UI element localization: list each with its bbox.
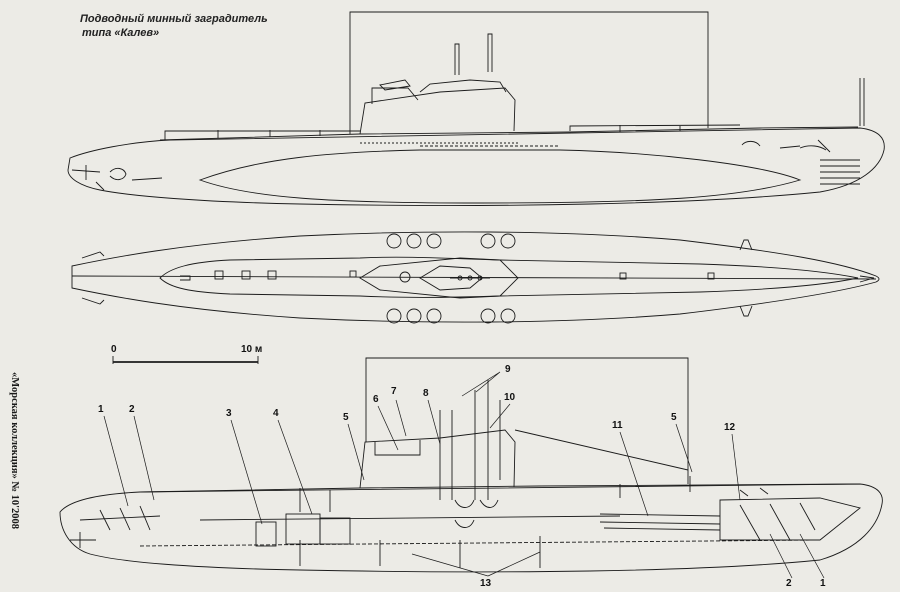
- callout-5-right: 5: [671, 412, 677, 423]
- section-view: [59, 357, 883, 573]
- callout-5-left: 5: [343, 412, 349, 423]
- callout-leaders: [103, 371, 825, 579]
- callout-6: 6: [373, 394, 379, 405]
- callout-8: 8: [423, 388, 429, 399]
- callout-2-left: 2: [129, 404, 135, 415]
- title-line-2: типа «Калев»: [82, 27, 160, 39]
- callout-1-left: 1: [98, 404, 104, 415]
- callout-1-right: 1: [820, 578, 826, 589]
- drawing-title: Подводный минный заградитель типа «Калев…: [80, 12, 268, 40]
- plan-view: [71, 231, 880, 324]
- scale-end-label: 10 м: [241, 344, 263, 355]
- callout-9: 9: [505, 364, 511, 375]
- callout-7: 7: [391, 386, 397, 397]
- callout-2-right: 2: [786, 578, 792, 589]
- callout-12: 12: [724, 422, 736, 433]
- callout-13: 13: [480, 578, 492, 589]
- callout-3: 3: [226, 408, 232, 419]
- callout-11: 11: [612, 420, 623, 431]
- scale-start-label: 0: [111, 344, 117, 355]
- hull-outline-section: [59, 483, 883, 573]
- hull-outline-side: [67, 127, 885, 206]
- hull-outline-plan: [71, 231, 880, 323]
- conning-tower-side: [359, 87, 516, 135]
- callout-4: 4: [273, 408, 279, 419]
- scale-bar: [112, 356, 259, 364]
- callout-10: 10: [504, 392, 516, 403]
- title-line-1: Подводный минный заградитель: [80, 13, 268, 25]
- ballast-tank-side: [198, 149, 802, 204]
- side-profile-view: [67, 11, 885, 206]
